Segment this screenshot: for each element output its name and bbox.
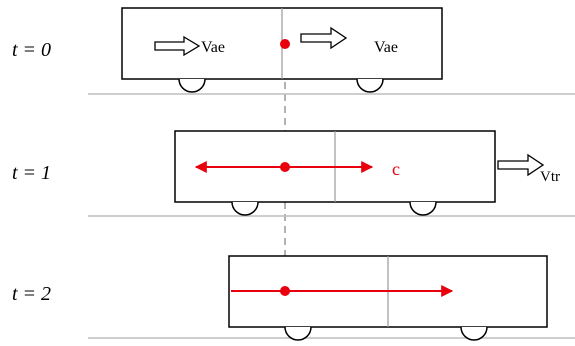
time-label-t2: t = 2 [12,283,51,305]
time-label-t0: t = 0 [12,39,51,61]
light-source-dot-t2 [280,286,290,296]
light-source-dot-t1 [280,162,290,172]
wheel-icon [460,326,488,341]
wheel-icon [356,78,384,93]
velocity-label-vae-right: Vae [374,39,398,56]
row-t0: t = 0 Vae Vae [12,7,575,95]
velocity-label-vae-left: Vae [201,39,225,56]
light-source-dot-t0 [280,39,290,49]
time-label-t1: t = 1 [12,162,51,184]
row-t2: t = 2 [12,255,575,341]
wheel-icon [178,78,206,93]
wheel-icon [284,326,312,341]
hollow-arrow-icon [154,35,201,57]
hollow-arrow-icon [300,26,348,50]
light-speed-label-c: c [392,159,400,179]
wheel-icon [231,201,259,216]
hollow-arrow-icon [497,153,545,177]
row-t1: t = 1 c Vtr [12,130,575,217]
wheel-icon [409,201,437,216]
velocity-label-vtr: Vtr [540,169,560,185]
